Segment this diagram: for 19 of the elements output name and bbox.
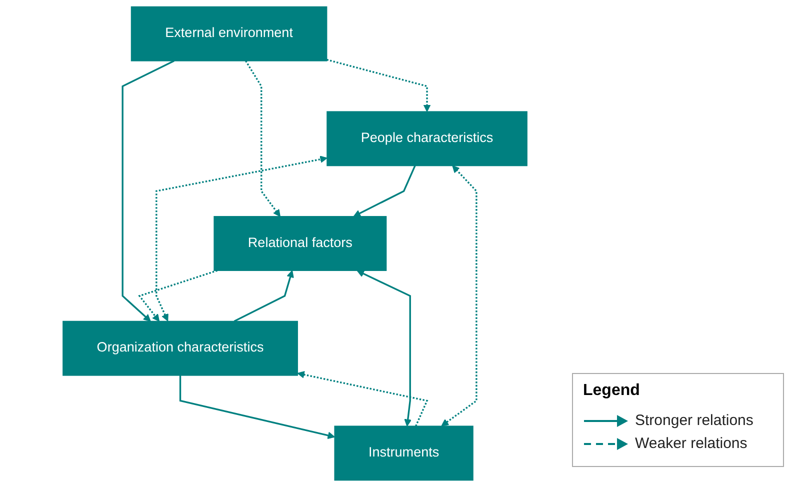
arrow bbox=[245, 60, 280, 217]
arrow bbox=[156, 156, 328, 322]
arrow bbox=[353, 165, 416, 217]
legend-title: Legend bbox=[583, 382, 640, 400]
node-box: Instruments bbox=[334, 426, 474, 481]
arrow bbox=[138, 270, 218, 322]
arrow bbox=[326, 58, 431, 112]
node-box: Relational factors bbox=[214, 216, 387, 271]
legend-label: Weaker relations bbox=[635, 435, 748, 452]
arrow bbox=[297, 371, 428, 426]
node-box: Organization characteristics bbox=[62, 320, 298, 376]
arrow bbox=[179, 375, 335, 440]
arrow bbox=[122, 60, 174, 322]
arrow bbox=[356, 270, 412, 426]
arrow bbox=[441, 165, 478, 426]
node-box: External environment bbox=[130, 6, 328, 62]
legend-label: Stronger relations bbox=[635, 412, 754, 429]
arrow bbox=[234, 270, 294, 322]
node-box: People characteristics bbox=[326, 111, 528, 166]
